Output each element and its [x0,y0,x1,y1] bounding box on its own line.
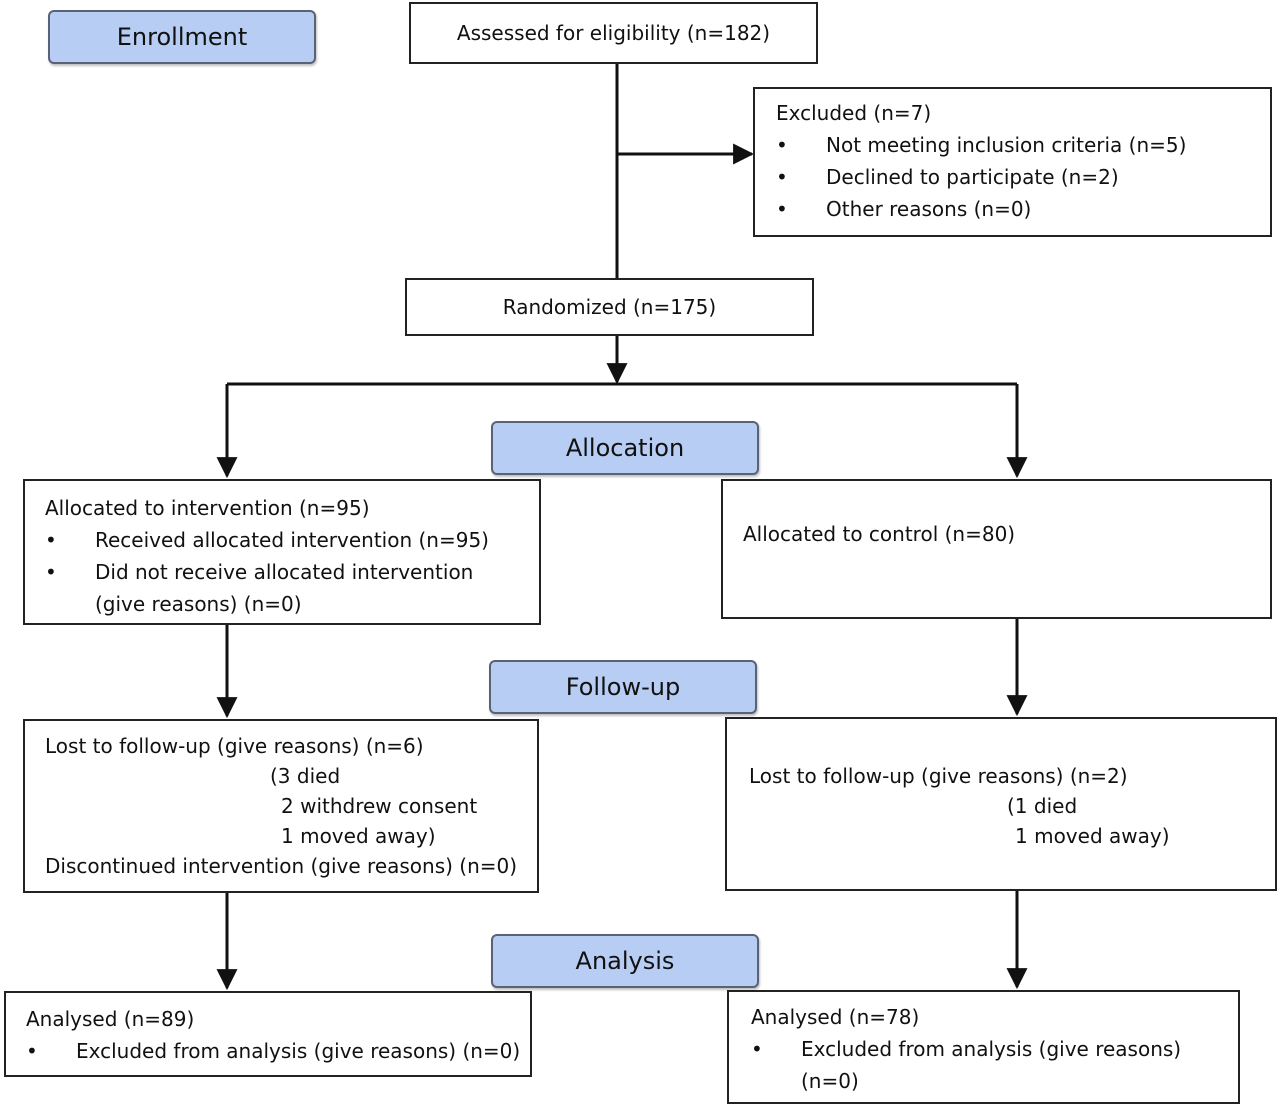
intervention-reason: 1 moved away) [281,824,436,848]
randomized-text: Randomized (n=175) [502,295,717,319]
excluded-item-text: Declined to participate (n=2) [826,165,1119,189]
bullet-icon: • [45,528,57,552]
stage-allocation-label: Allocation [565,434,685,462]
intervention-lost-text: Lost to follow-up (give reasons) (n=6) [45,734,424,758]
intervention-analysis-box: Analysed (n=89) • Excluded from analysis… [4,991,532,1077]
intervention-reason: (3 died [270,764,341,788]
intervention-allocation-box: Allocated to intervention (n=95) • Recei… [23,479,541,625]
control-analysis-item-text: Excluded from analysis (give reasons) [801,1037,1182,1061]
bullet-icon: • [776,165,788,189]
intervention-analysis-item: • Excluded from analysis (give reasons) … [26,1035,530,1067]
intervention-allocation-item: • Did not receive allocated intervention [45,556,539,588]
stage-follow-up: Follow-up [489,660,757,714]
excluded-item: • Declined to participate (n=2) [776,161,1270,193]
excluded-box: Excluded (n=7) • Not meeting inclusion c… [753,87,1272,237]
intervention-analysis-item-text: Excluded from analysis (give reasons) (n… [76,1039,521,1063]
stage-enrollment-label: Enrollment [116,23,248,51]
bullet-icon: • [45,560,57,584]
control-reason: 1 moved away) [1015,824,1170,848]
excluded-item: • Not meeting inclusion criteria (n=5) [776,129,1270,161]
control-analysed-title: Analysed (n=78) [751,1005,920,1029]
bullet-spacer [751,1065,801,1097]
stage-enrollment: Enrollment [48,10,316,64]
assessed-box: Assessed for eligibility (n=182) [409,2,818,64]
intervention-allocation-continuation-text: (give reasons) (n=0) [95,592,302,616]
intervention-discontinued-text: Discontinued intervention (give reasons)… [45,854,518,878]
bullet-icon: • [751,1037,763,1061]
intervention-follow-up-box: Lost to follow-up (give reasons) (n=6) (… [23,719,539,893]
intervention-allocation-title: Allocated to intervention (n=95) [45,496,370,520]
intervention-allocation-item-text: Received allocated intervention (n=95) [95,528,489,552]
bullet-icon: • [776,133,788,157]
control-analysis-box: Analysed (n=78) • Excluded from analysis… [727,990,1240,1104]
stage-analysis-label: Analysis [575,947,675,975]
intervention-allocation-continuation: (give reasons) (n=0) [45,588,539,620]
intervention-reason: 2 withdrew consent [281,794,478,818]
control-allocation-title: Allocated to control (n=80) [743,522,1016,546]
control-reason: (1 died [1007,794,1078,818]
control-analysis-item: • Excluded from analysis (give reasons) [751,1033,1238,1065]
control-lost-text: Lost to follow-up (give reasons) (n=2) [749,764,1128,788]
intervention-allocation-item-text: Did not receive allocated intervention [95,560,474,584]
bullet-icon: • [776,197,788,221]
excluded-item: • Other reasons (n=0) [776,193,1270,225]
excluded-item-text: Other reasons (n=0) [826,197,1032,221]
control-allocation-box: Allocated to control (n=80) [721,479,1272,619]
stage-follow-up-label: Follow-up [565,673,681,701]
randomized-box: Randomized (n=175) [405,278,814,336]
stage-analysis: Analysis [491,934,759,988]
intervention-analysed-title: Analysed (n=89) [26,1007,195,1031]
assessed-text: Assessed for eligibility (n=182) [456,21,771,45]
excluded-title: Excluded (n=7) [776,101,932,125]
bullet-spacer [45,588,95,620]
control-analysis-continuation-text: (n=0) [801,1069,859,1093]
excluded-item-text: Not meeting inclusion criteria (n=5) [826,133,1187,157]
control-follow-up-box: Lost to follow-up (give reasons) (n=2) (… [725,717,1277,891]
intervention-allocation-item: • Received allocated intervention (n=95) [45,524,539,556]
control-analysis-continuation: (n=0) [751,1065,1238,1097]
stage-allocation: Allocation [491,421,759,475]
bullet-icon: • [26,1039,38,1063]
